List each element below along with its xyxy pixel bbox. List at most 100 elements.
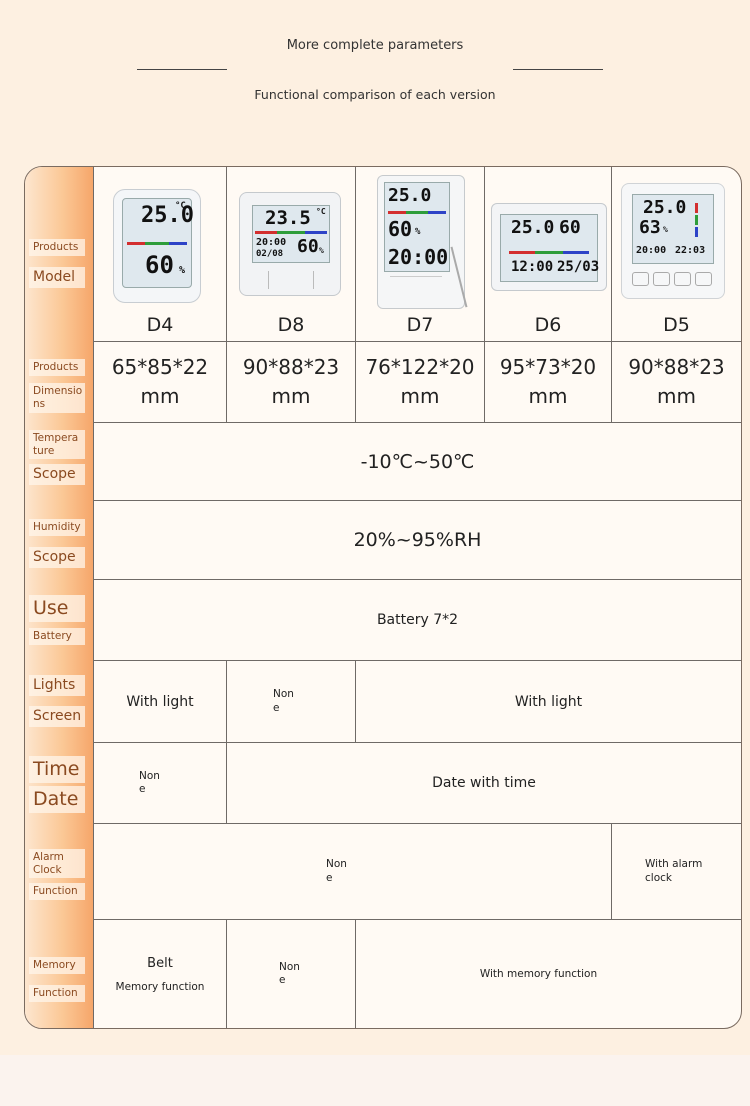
dimension-d5: 90*88*23 mm: [612, 342, 741, 422]
label-memory: Memory: [29, 957, 85, 974]
row-divider: [93, 422, 741, 423]
device-button: [653, 272, 670, 286]
lcd-humidity: 63: [639, 217, 661, 238]
memory-d8: Non e: [227, 920, 355, 1028]
value-line: clock: [645, 871, 672, 884]
lcd-unit: °C: [175, 201, 186, 211]
lcd-time: 12:00: [511, 259, 554, 275]
device-d7-lcd: 25.0 60 % 20:00: [384, 182, 450, 272]
comfort-bar-red: [695, 203, 698, 213]
label-scope: Scope: [29, 547, 85, 568]
label-scope: Scope: [29, 464, 85, 485]
alarm-none: Non e: [94, 824, 611, 919]
device-d7-buttons: [390, 276, 442, 303]
value-line: Memory function: [115, 980, 205, 993]
label-divider: [93, 167, 94, 1028]
lcd-unit: °C: [316, 207, 326, 216]
label-products: Products: [29, 239, 85, 256]
column-divider: [484, 167, 485, 422]
label-function: Function: [29, 883, 85, 900]
comfort-bar-blue: [428, 211, 446, 214]
column-divider: [355, 660, 356, 742]
page-title: More complete parameters: [286, 38, 464, 53]
dimension-value: 90*88*23: [628, 355, 725, 379]
dimension-value: 90*88*23: [242, 355, 340, 379]
device-d7-stand: [450, 246, 468, 308]
row-divider: [93, 341, 741, 342]
value-line: e: [273, 701, 280, 714]
label-date: Date: [29, 786, 85, 813]
lcd-percent: %: [415, 227, 421, 237]
value-line: Non: [279, 960, 300, 973]
lcd-humidity: 60: [388, 217, 413, 241]
column-divider: [226, 660, 227, 742]
label-line: Clock: [33, 863, 62, 876]
model-name-d4: D4: [146, 314, 174, 336]
device-d8-lcd: 23.5 °C 20:00 02/08 60 %: [252, 205, 330, 263]
comfort-bar-green: [145, 242, 169, 245]
label-temperature: Tempera ture: [29, 430, 85, 460]
lcd-percent: %: [663, 225, 668, 234]
lights-others: With light: [514, 693, 583, 710]
label-line: Tempera: [33, 432, 79, 444]
label-humidity: Humidity: [29, 519, 85, 536]
lcd-humidity: 60: [145, 251, 174, 279]
bottom-band: [0, 1055, 750, 1106]
lcd-temperature: 25.0: [643, 197, 687, 218]
value-line: e: [279, 974, 286, 986]
lcd-time: 20:00: [636, 245, 667, 256]
label-lights: Lights: [29, 675, 85, 696]
lcd-temperature: 25.0: [388, 185, 432, 206]
comfort-bar-blue: [169, 242, 187, 245]
value-line: Belt: [147, 955, 173, 971]
column-divider: [611, 167, 612, 422]
device-d8-buttons: [268, 271, 314, 289]
dimension-unit: mm: [400, 384, 440, 408]
device-button: [632, 272, 649, 286]
lcd-humidity: 60: [559, 217, 581, 238]
alarm-d5: With alarm clock: [612, 824, 741, 919]
dimension-d4: 65*85*22 mm: [94, 342, 226, 422]
device-d6-lcd: 25.0 60 12:00 25/03: [500, 214, 600, 282]
lcd-temperature: 25.0: [511, 217, 555, 238]
device-button: [695, 272, 712, 286]
lcd-date: 22:03: [675, 245, 706, 256]
comfort-bar-red: [127, 242, 145, 245]
lcd-date: 02/08: [256, 249, 284, 259]
dimension-d8: 90*88*23 mm: [227, 342, 355, 422]
humidity-range: 20%~95%RH: [353, 529, 482, 551]
value-line: e: [326, 871, 333, 884]
comfort-bar-red: [255, 231, 277, 234]
comfort-bar-green: [695, 215, 698, 225]
device-d8-image: 23.5 °C 20:00 02/08 60 %: [239, 192, 341, 296]
comfort-bar-green: [277, 231, 305, 234]
column-divider: [611, 823, 612, 919]
lights-d4: With light: [126, 693, 194, 710]
device-d4-image: 25.0 °C 60 %: [113, 189, 201, 303]
column-divider: [226, 167, 227, 422]
column-divider: [226, 919, 227, 1028]
lcd-date: 25/03: [557, 259, 600, 275]
column-divider: [355, 167, 356, 422]
label-use: Use: [29, 595, 85, 622]
lcd-percent: %: [179, 265, 186, 276]
memory-d4: Belt Memory function: [94, 920, 226, 1028]
row-divider: [93, 500, 741, 501]
title-rule-right: [513, 69, 603, 70]
device-d7-image: 25.0 60 % 20:00: [377, 175, 468, 309]
label-line: Alarm: [33, 851, 64, 863]
row-divider: [93, 823, 741, 824]
value-line: Non: [326, 858, 347, 871]
label-alarm: Alarm Clock: [29, 849, 85, 879]
temperature-range: -10℃~50℃: [360, 450, 475, 473]
dimension-d6: 95*73*20 mm: [485, 342, 611, 422]
lights-d8: Non e: [227, 661, 355, 742]
row-divider: [93, 919, 741, 920]
value-line: Non: [139, 769, 160, 782]
dimension-unit: mm: [657, 384, 696, 408]
device-d6-image: 25.0 60 12:00 25/03: [491, 203, 607, 291]
model-name-d5: D5: [663, 314, 690, 336]
label-time: Time: [29, 756, 85, 783]
model-name-d8: D8: [277, 314, 305, 336]
lcd-humidity: 60: [297, 236, 319, 257]
